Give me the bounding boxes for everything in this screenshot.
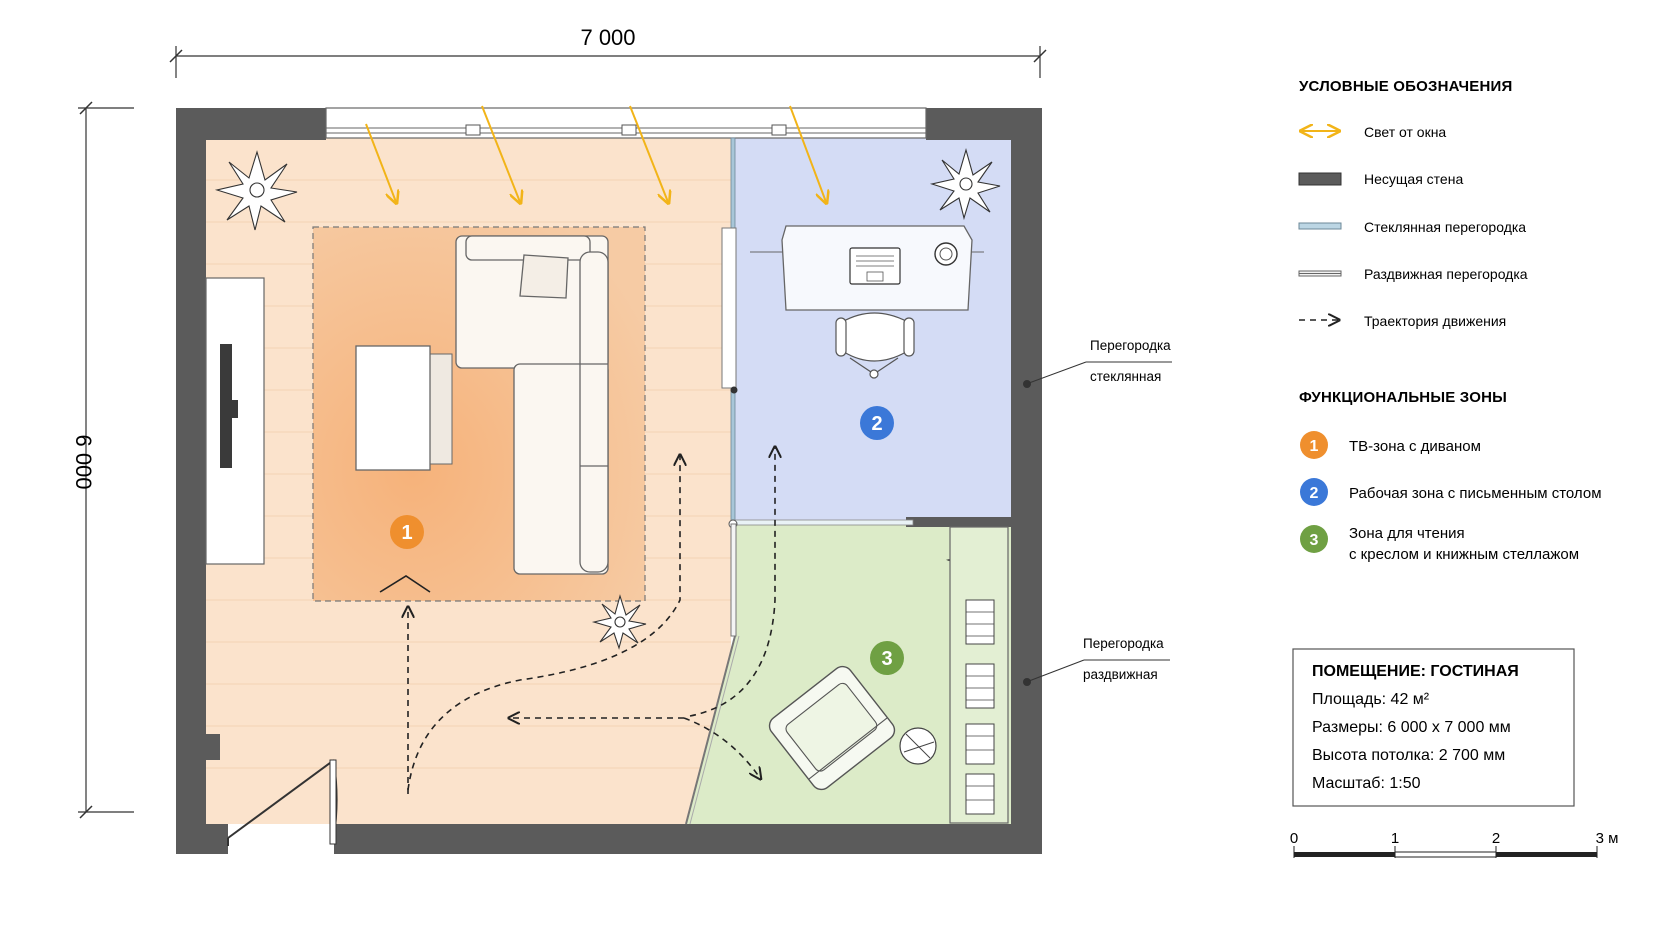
svg-text:Перегородка: Перегородка bbox=[1090, 338, 1171, 353]
coffee-table bbox=[355, 345, 453, 471]
svg-text:2: 2 bbox=[1310, 485, 1319, 502]
bookshelf bbox=[949, 526, 1009, 824]
dimension-width: 7 000 bbox=[169, 25, 1047, 78]
svg-text:Зона для чтения: Зона для чтения bbox=[1349, 525, 1465, 542]
svg-text:стеклянная: стеклянная bbox=[1090, 369, 1161, 384]
entrance-door bbox=[227, 759, 338, 846]
legend-item-bearing-wall: Несущая стена bbox=[1298, 171, 1463, 187]
legend-zone-3: 3 Зона для чтения с креслом и книжным ст… bbox=[1300, 525, 1579, 563]
room-scale: Масштаб: 1:50 bbox=[1312, 775, 1421, 792]
plant-icon bbox=[929, 147, 1001, 221]
legend-zone-1: 1 ТВ-зона с диваном bbox=[1300, 431, 1481, 459]
desk bbox=[750, 225, 984, 311]
svg-text:Раздвижная перегородка: Раздвижная перегородка bbox=[1364, 266, 1528, 282]
armchair bbox=[768, 665, 896, 791]
glass-partition bbox=[721, 137, 914, 529]
callout-sliding-partition: Перегородка раздвижная bbox=[1023, 636, 1170, 686]
legend-zone-2: 2 Рабочая зона с письменным столом bbox=[1300, 478, 1602, 506]
room-ceiling: Высота потолка: 2 700 мм bbox=[1312, 747, 1505, 764]
movement-paths bbox=[379, 448, 775, 794]
room-area: Площадь: 42 м² bbox=[1312, 691, 1430, 708]
svg-text:Рабочая зона с письменным стол: Рабочая зона с письменным столом bbox=[1349, 485, 1602, 502]
wall-swatch-icon bbox=[1298, 172, 1342, 186]
glass-swatch-icon bbox=[1298, 222, 1342, 230]
svg-text:2: 2 bbox=[1492, 830, 1500, 847]
legend-item-light: Свет от окна bbox=[1302, 124, 1446, 140]
sofa bbox=[455, 235, 609, 575]
svg-text:с креслом и книжным стеллажом: с креслом и книжным стеллажом bbox=[1349, 546, 1579, 563]
dimension-height-label: 6 000 bbox=[71, 434, 96, 489]
zone-2-marker: 2 bbox=[860, 406, 894, 440]
svg-text:3: 3 bbox=[881, 648, 892, 670]
svg-text:Перегородка: Перегородка bbox=[1083, 636, 1164, 651]
zones-title: ФУНКЦИОНАЛЬНЫЕ ЗОНЫ bbox=[1299, 389, 1507, 406]
svg-text:1: 1 bbox=[401, 522, 412, 544]
room-name: ПОМЕЩЕНИЕ: ГОСТИНАЯ bbox=[1312, 663, 1519, 680]
legend-item-path: Траектория движения bbox=[1299, 313, 1506, 329]
svg-text:Несущая стена: Несущая стена bbox=[1364, 171, 1463, 187]
scale-bar: 0 1 2 3 м bbox=[1290, 830, 1619, 858]
svg-text:3: 3 bbox=[1310, 532, 1319, 549]
dimension-width-label: 7 000 bbox=[580, 25, 635, 50]
zone-1-marker: 1 bbox=[390, 515, 424, 549]
svg-text:3 м: 3 м bbox=[1596, 830, 1619, 847]
plant-icon bbox=[214, 150, 298, 231]
legend-item-sliding-partition: Раздвижная перегородка bbox=[1298, 266, 1528, 282]
window bbox=[325, 107, 927, 139]
sliding-partition bbox=[685, 523, 740, 825]
svg-text:раздвижная: раздвижная bbox=[1083, 667, 1158, 682]
desk-chair bbox=[835, 312, 915, 379]
plant-icon bbox=[591, 594, 647, 650]
svg-text:1: 1 bbox=[1310, 438, 1319, 455]
room-info-box: ПОМЕЩЕНИЕ: ГОСТИНАЯ Площадь: 42 м² Разме… bbox=[1292, 648, 1575, 807]
window-light-arrows bbox=[365, 105, 826, 202]
legend-title: УСЛОВНЫЕ ОБОЗНАЧЕНИЯ bbox=[1299, 78, 1512, 95]
dimension-height: 6 000 bbox=[71, 101, 134, 819]
svg-text:Свет от окна: Свет от окна bbox=[1364, 124, 1446, 140]
svg-text:1: 1 bbox=[1391, 830, 1399, 847]
bearing-walls bbox=[176, 108, 1042, 854]
svg-text:ТВ-зона с диваном: ТВ-зона с диваном bbox=[1349, 438, 1481, 455]
svg-text:2: 2 bbox=[871, 413, 882, 435]
tv-cabinet bbox=[205, 277, 265, 565]
legend-item-glass-partition: Стеклянная перегородка bbox=[1298, 219, 1526, 235]
room-size: Размеры: 6 000 x 7 000 мм bbox=[1312, 719, 1511, 736]
side-table bbox=[899, 727, 937, 765]
legend: УСЛОВНЫЕ ОБОЗНАЧЕНИЯ Свет от окна Несуща… bbox=[1298, 78, 1602, 563]
callout-glass-partition: Перегородка стеклянная bbox=[1023, 338, 1172, 388]
svg-text:Стеклянная перегородка: Стеклянная перегородка bbox=[1364, 219, 1526, 235]
zone-3-marker: 3 bbox=[870, 641, 904, 675]
svg-text:0: 0 bbox=[1290, 830, 1298, 847]
svg-text:Траектория движения: Траектория движения bbox=[1364, 313, 1506, 329]
